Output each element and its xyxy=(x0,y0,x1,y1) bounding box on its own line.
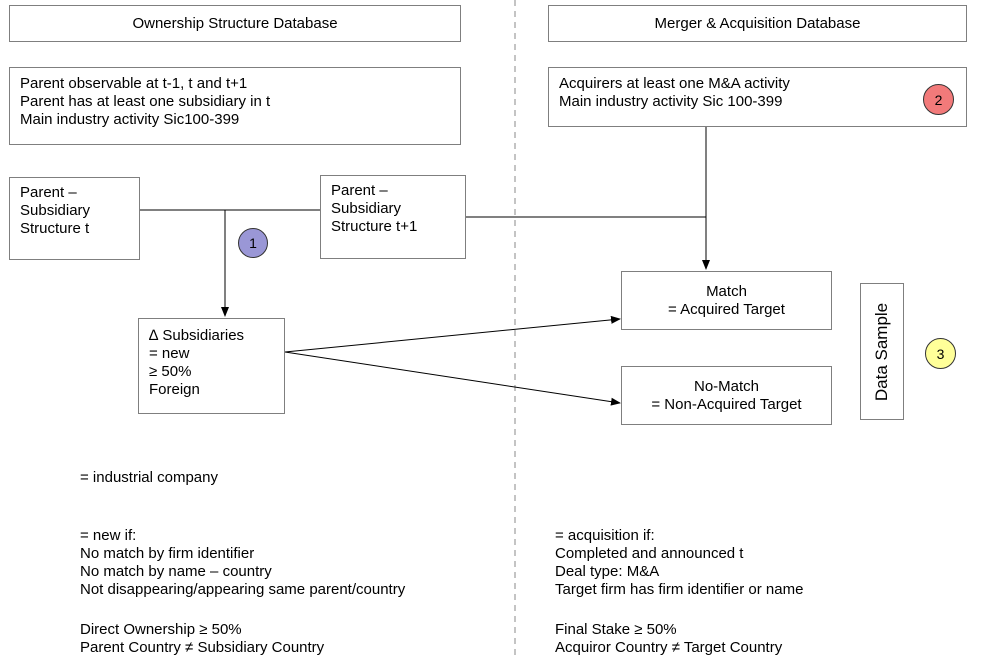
match-title: Match xyxy=(706,282,747,300)
marker-2-label: 2 xyxy=(934,91,943,108)
delta-line: ≥ 50% xyxy=(149,363,192,380)
mna-criteria-box: Acquirers at least one M&A activity Main… xyxy=(548,67,967,127)
new-if-heading: = new if: xyxy=(80,527,137,544)
structure-t1-line: Parent – xyxy=(331,182,388,199)
structure-t1-box: Parent – Subsidiary Structure t+1 xyxy=(320,175,466,259)
mna-header-label: Merger & Acquisition Database xyxy=(654,15,861,32)
acquisition-if-heading: = acquisition if: xyxy=(555,527,655,544)
new-if-note: = new if: No match by firm identifier No… xyxy=(80,527,405,599)
new-if-condition: No match by name – country xyxy=(80,563,272,580)
match-box: Match = Acquired Target xyxy=(621,271,832,330)
criteria-line: Main industry activity Sic100-399 xyxy=(20,111,240,128)
industrial-note: = industrial company xyxy=(80,469,218,486)
no-match-box: No-Match = Non-Acquired Target xyxy=(621,366,832,425)
no-match-arrow xyxy=(284,351,621,406)
structure-t-line: Subsidiary xyxy=(20,202,91,219)
no-match-subtitle: = Non-Acquired Target xyxy=(651,395,802,413)
data-sample-box: Data Sample xyxy=(860,283,904,420)
data-sample-label: Data Sample xyxy=(872,302,891,401)
acquisition-condition: Completed and announced t xyxy=(555,545,744,562)
criteria-line: Acquirers at least one M&A activity xyxy=(559,75,790,92)
new-if-condition: Not disappearing/appearing same parent/c… xyxy=(80,581,406,598)
acquisition-condition: Target firm has firm identifier or name xyxy=(555,581,804,598)
structure-t-line: Parent – xyxy=(20,184,77,201)
marker-1: 1 xyxy=(238,228,268,258)
structure-t-line: Structure t xyxy=(20,220,90,237)
marker-3-label: 3 xyxy=(936,345,945,362)
match-subtitle: = Acquired Target xyxy=(668,300,785,318)
acquisition-condition: Deal type: M&A xyxy=(555,563,660,580)
structure-t-box: Parent – Subsidiary Structure t xyxy=(9,177,140,260)
stake-conditions-note: Final Stake ≥ 50% Acquiror Country ≠ Tar… xyxy=(555,621,782,657)
delta-subsidiaries-box: ∆ Subsidiaries = new ≥ 50% Foreign xyxy=(138,318,285,414)
marker-1-label: 1 xyxy=(249,235,257,251)
new-if-condition: No match by firm identifier xyxy=(80,545,255,562)
ownership-condition: Direct Ownership ≥ 50% xyxy=(80,621,242,638)
stake-condition: Acquiror Country ≠ Target Country xyxy=(555,639,783,656)
criteria-line: Parent has at least one subsidiary in t xyxy=(20,93,271,110)
ownership-criteria-box: Parent observable at t-1, t and t+1 Pare… xyxy=(9,67,461,145)
acquisition-if-note: = acquisition if: Completed and announce… xyxy=(555,527,803,599)
ownership-database-header: Ownership Structure Database xyxy=(9,5,461,42)
delta-line: = new xyxy=(149,345,190,362)
delta-line: Foreign xyxy=(149,381,200,398)
ownership-conditions-note: Direct Ownership ≥ 50% Parent Country ≠ … xyxy=(80,621,324,657)
ownership-header-label: Ownership Structure Database xyxy=(132,15,338,32)
criteria-line: Main industry activity Sic 100-399 xyxy=(559,93,783,110)
structure-t1-line: Structure t+1 xyxy=(331,218,418,235)
ownership-condition: Parent Country ≠ Subsidiary Country xyxy=(80,639,325,656)
criteria-line: Parent observable at t-1, t and t+1 xyxy=(20,75,248,92)
structure-t1-line: Subsidiary xyxy=(331,200,402,217)
marker-3: 3 xyxy=(925,338,956,369)
no-match-title: No-Match xyxy=(693,377,760,395)
match-arrow xyxy=(284,315,621,353)
delta-line: ∆ Subsidiaries xyxy=(149,327,245,344)
stake-condition: Final Stake ≥ 50% xyxy=(555,621,677,638)
mna-database-header: Merger & Acquisition Database xyxy=(548,5,967,42)
marker-2: 2 xyxy=(923,84,954,115)
